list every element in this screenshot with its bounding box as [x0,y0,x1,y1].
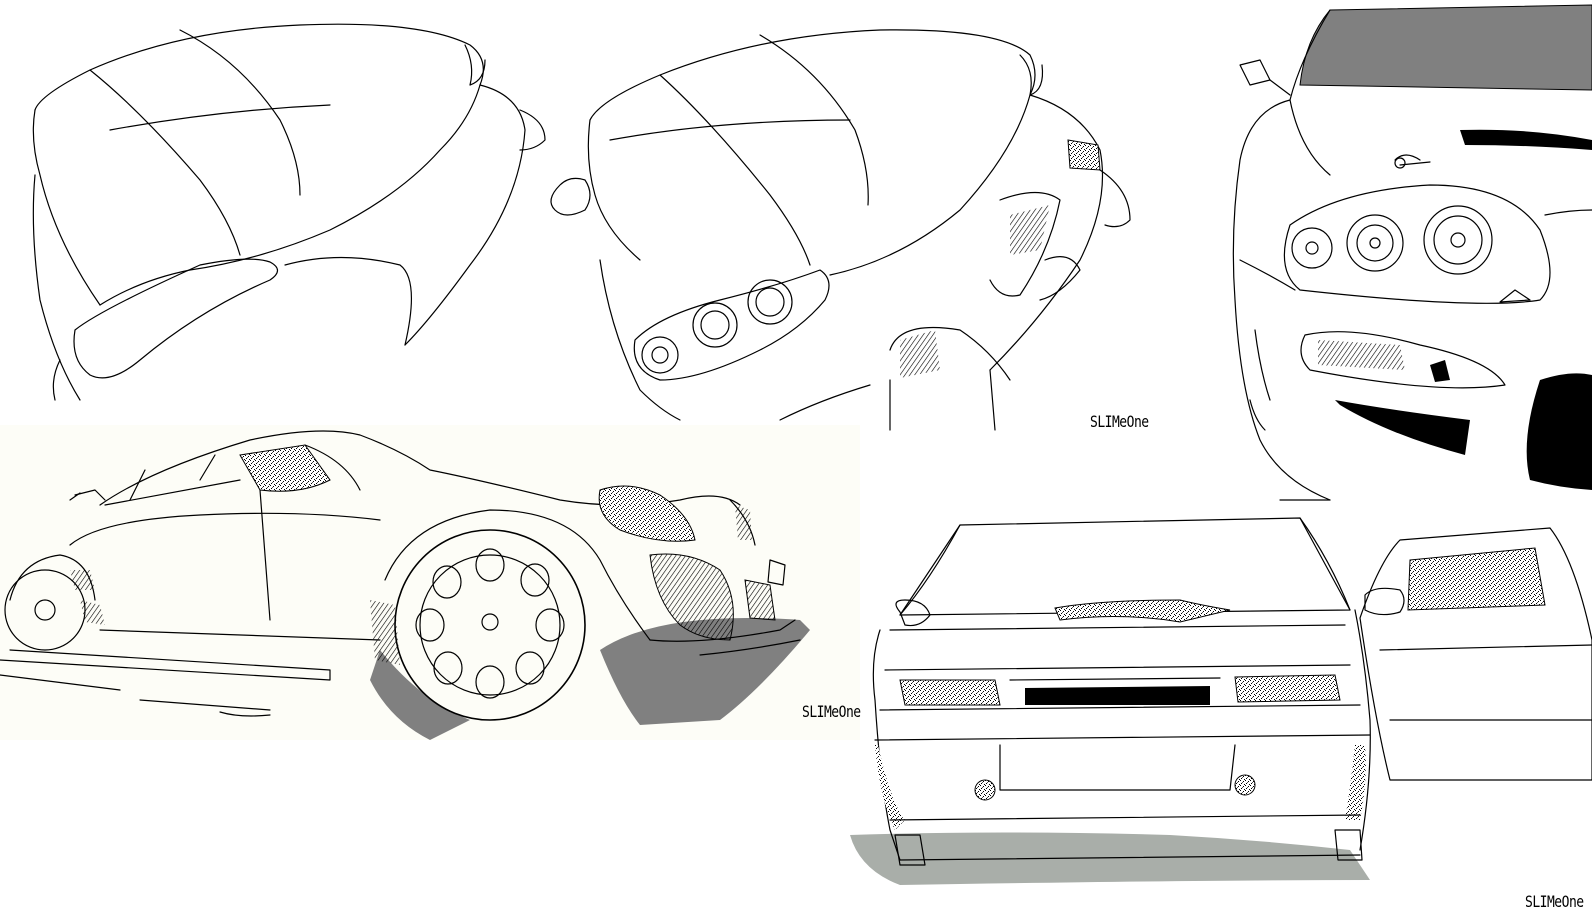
artist-signature: SLIMeOne [1525,893,1584,912]
sketch-sports-car-side [0,425,860,740]
sketch-car-rear-closeup [1232,4,1592,501]
artist-signature: SLIMeOne [802,703,861,722]
sketch-car-rear-lights [550,29,1131,431]
sketch-car-rear-plain [32,23,546,401]
artist-signature: SLIMeOne [1090,413,1149,432]
sketch-hatchback-rear [850,517,1592,885]
